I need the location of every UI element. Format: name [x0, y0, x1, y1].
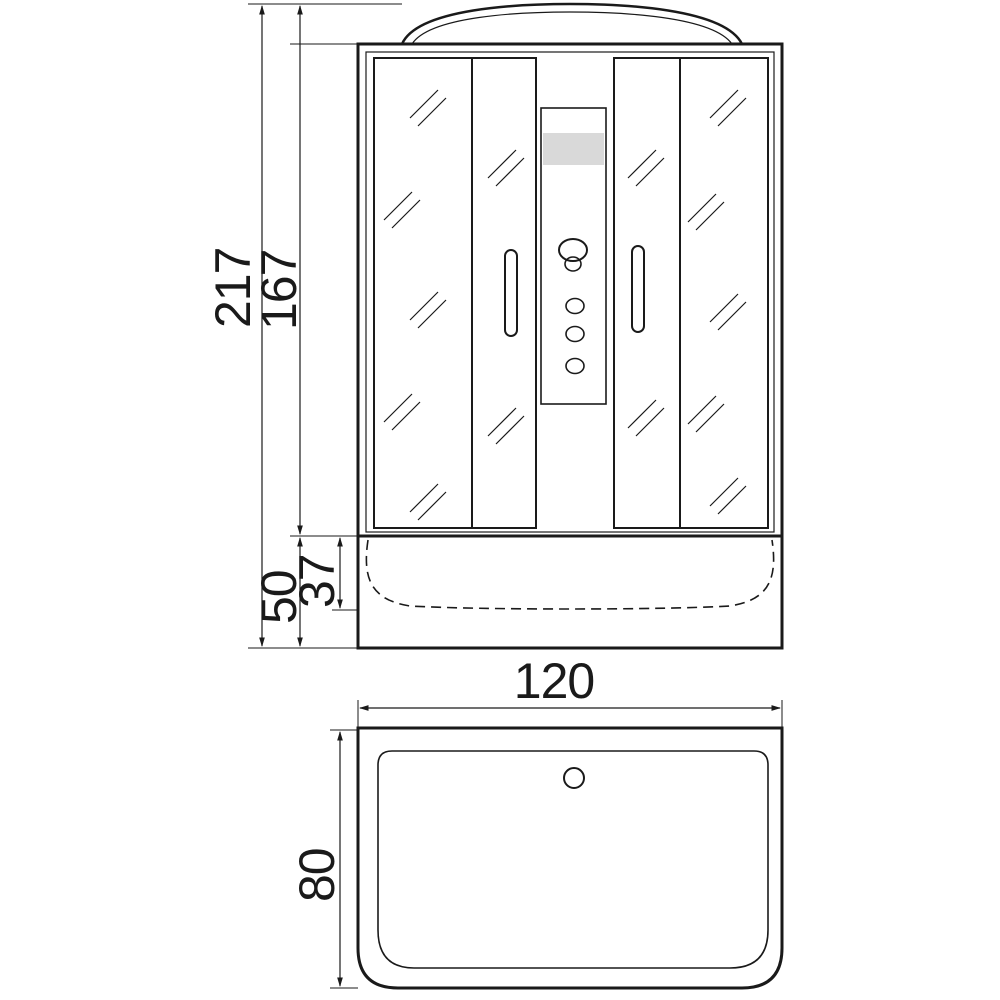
- tray-plan-outline: [356, 726, 784, 990]
- cabin-frame: [356, 42, 784, 538]
- right-door-handle: [631, 245, 645, 333]
- dimension-lines-front: 217 167 50 37: [205, 3, 402, 649]
- drain-hole: [563, 767, 585, 789]
- label-depth: 80: [289, 848, 345, 902]
- right-sliding-door-panel: [613, 57, 681, 529]
- massage-jet-3: [565, 357, 585, 375]
- roof-dome-inner: [411, 11, 733, 45]
- left-fixed-glass-panel: [373, 57, 473, 529]
- shower-head-holder: [564, 256, 582, 272]
- label-width: 120: [514, 653, 594, 709]
- right-fixed-glass-panel: [679, 57, 769, 529]
- central-panel-column: [540, 107, 607, 405]
- cabin-frame-inner: [365, 51, 775, 533]
- massage-jet-1: [565, 297, 585, 315]
- dimension-lines-plan: 120 80: [289, 653, 783, 989]
- plan-view: [356, 726, 784, 990]
- label-glass-height: 167: [251, 250, 307, 330]
- glass-reflection-marks: [383, 89, 747, 521]
- shower-tray-base: [356, 534, 784, 650]
- front-view: [356, 2, 784, 650]
- label-tray-depth: 37: [289, 554, 345, 608]
- tray-plan-inner: [377, 750, 769, 969]
- tray-basin-outline: [365, 539, 775, 610]
- left-door-handle: [504, 249, 518, 337]
- label-total-height: 217: [205, 248, 261, 328]
- left-sliding-door-panel: [471, 57, 537, 529]
- overhead-shower-head: [558, 238, 588, 262]
- label-tray-height: 50: [251, 570, 307, 624]
- roof-dome: [400, 2, 744, 45]
- massage-jet-2: [565, 325, 585, 343]
- control-panel-display: [543, 133, 604, 165]
